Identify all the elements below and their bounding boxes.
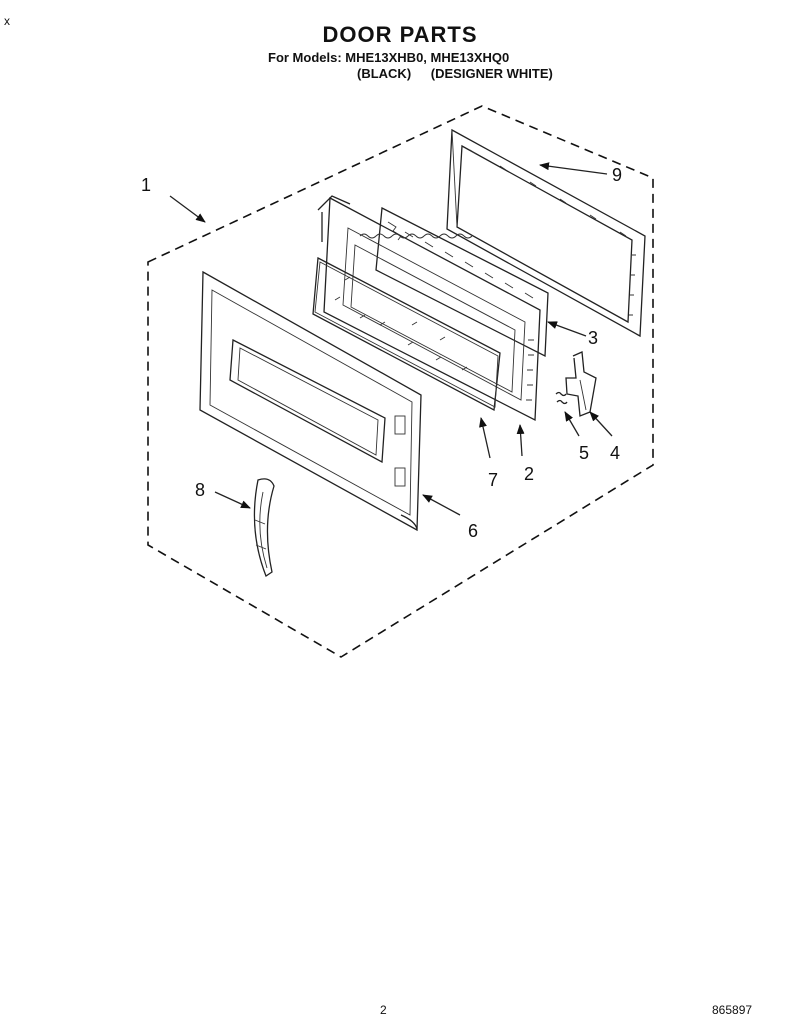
part-7-glass — [312, 256, 501, 412]
variants-line: (BLACK) (DESIGNER WHITE) — [357, 66, 569, 81]
part-6-door-panel — [199, 270, 422, 532]
callout-1: 1 — [141, 175, 151, 195]
callout-8: 8 — [195, 480, 205, 500]
assembly-boundary — [147, 105, 654, 658]
corner-mark: x — [4, 14, 10, 28]
page-title: DOOR PARTS — [322, 22, 478, 47]
callout-7: 7 — [488, 470, 498, 490]
callout-2: 2 — [524, 464, 534, 484]
document-number: 865897 — [712, 1003, 753, 1017]
callout-6: 6 — [468, 521, 478, 541]
callout-9: 9 — [612, 165, 622, 185]
part-5-spring — [555, 391, 568, 405]
part-4-latch — [565, 351, 597, 417]
page-number: 2 — [380, 1003, 387, 1017]
part-9-frame — [446, 128, 646, 338]
callout-4: 4 — [610, 443, 620, 463]
callout-5: 5 — [579, 443, 589, 463]
variant-white: (DESIGNER WHITE) — [430, 66, 553, 81]
callout-3: 3 — [588, 328, 598, 348]
models-line: For Models: MHE13XHB0, MHE13XHQ0 — [268, 50, 510, 65]
variant-black: (BLACK) — [357, 66, 412, 81]
part-2-inner-door — [317, 195, 541, 422]
part-8-handle — [253, 478, 275, 577]
